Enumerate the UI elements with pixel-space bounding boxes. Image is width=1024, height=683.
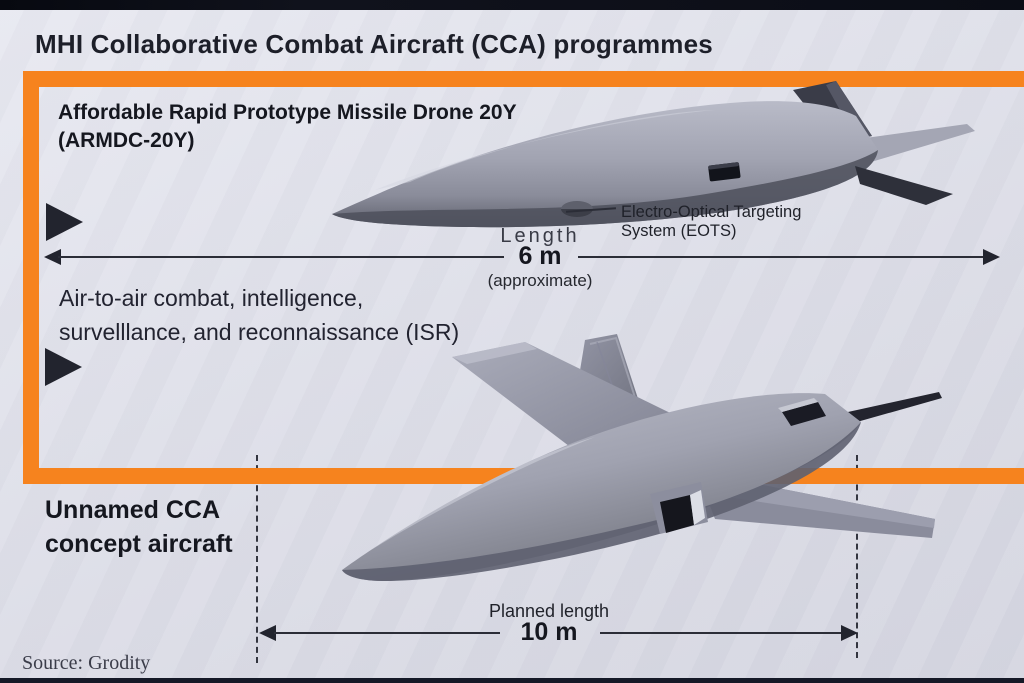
- length-arrowhead-left-icon: [44, 249, 61, 265]
- planned-length-value: 10 m: [520, 618, 578, 646]
- armdc-name-line2: (ARMDC-20Y): [58, 129, 195, 152]
- roles-line1: Air-to-air combat, intelligence,: [59, 285, 364, 311]
- planned-length-arrowhead-left-icon: [259, 625, 276, 641]
- cca-name-line1: Unnamed CCA: [45, 496, 221, 524]
- roles-line2: survelllance, and reconnaissance (ISR): [59, 319, 460, 345]
- page-title: MHI Collaborative Combat Aircraft (CCA) …: [35, 29, 713, 59]
- armdc-roles-text: Air-to-air combat, intelligence, survell…: [59, 281, 459, 349]
- bottom-dark-edge: [0, 678, 1024, 683]
- dashed-guide-right: [856, 455, 858, 658]
- triangle-bullet-icon: [45, 348, 82, 386]
- cca-aircraft-name: Unnamed CCA concept aircraft: [45, 493, 233, 561]
- planned-length-line-right: [600, 632, 842, 634]
- armdc-drone-illustration: [332, 81, 975, 228]
- length-line-left: [58, 256, 504, 258]
- top-dark-edge: [0, 0, 1024, 10]
- length-arrowhead-right-icon: [983, 249, 1000, 265]
- eots-label: Electro-Optical Targeting System (EOTS): [621, 203, 801, 241]
- length-value: 6 m: [518, 242, 562, 270]
- armdc-name-line1: Affordable Rapid Prototype Missile Drone…: [58, 101, 517, 124]
- eots-label-line1: Electro-Optical Targeting: [621, 203, 802, 221]
- planned-length-arrowhead-right-icon: [841, 625, 858, 641]
- source-credit: Source: Grodity: [22, 652, 151, 674]
- triangle-bullet-icon: [46, 203, 83, 241]
- length-line-right: [578, 256, 984, 258]
- planned-length-line-left: [274, 632, 500, 634]
- armdc-aircraft-name: Affordable Rapid Prototype Missile Drone…: [58, 99, 517, 155]
- cca-concept-illustration: [342, 334, 942, 581]
- eots-label-line2: System (EOTS): [621, 222, 737, 240]
- length-label: Length: [500, 225, 580, 247]
- cca-name-line2: concept aircraft: [45, 530, 233, 558]
- planned-length-label: Planned length: [488, 601, 610, 621]
- length-qualifier: (approximate): [487, 271, 593, 290]
- dashed-guide-left: [256, 455, 258, 663]
